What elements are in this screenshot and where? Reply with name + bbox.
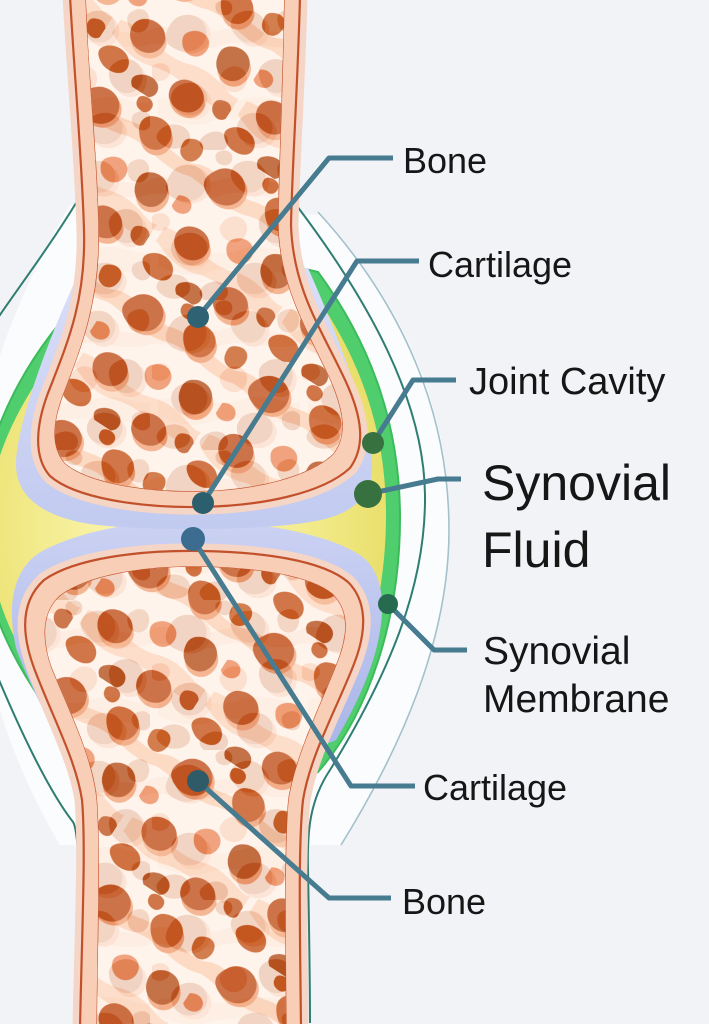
callout-line-synovial-membrane: [386, 602, 467, 653]
cartilage-bottom-marker-dot: [181, 527, 205, 551]
label-bone-top: Bone: [403, 140, 488, 181]
callout-lines: [190, 155, 467, 901]
label-synovial-membrane-line2: Membrane: [483, 678, 670, 721]
bone-top-marker-dot: [187, 306, 209, 328]
callout-line-bone-bottom: [196, 779, 391, 901]
cartilage-top-marker-dot: [192, 492, 214, 514]
synovial-fluid-marker-dot: [354, 480, 382, 508]
callout-marker-dots: [181, 306, 398, 792]
callout-line-cartilage-top: [200, 258, 419, 505]
bone-lower: [11, 520, 383, 1024]
callout-line-cartilage-bottom: [190, 537, 415, 789]
bone-bottom-marker-dot: [187, 770, 209, 792]
label-synovial-fluid-line2: Fluid: [482, 522, 591, 578]
callout-line-synovial-fluid: [367, 476, 461, 497]
label-joint-cavity: Joint Cavity: [469, 361, 666, 403]
label-synovial-fluid-line1: Synovial: [482, 455, 671, 511]
label-cartilage-bottom: Cartilage: [423, 767, 568, 808]
joint-cavity-marker-dot: [362, 432, 384, 454]
label-synovial-membrane-line1: Synovial: [483, 630, 631, 673]
label-cartilage-top: Cartilage: [428, 244, 573, 285]
bone-upper: [15, 0, 373, 530]
synovial-membrane-marker-dot: [378, 594, 398, 614]
callout-line-joint-cavity: [370, 377, 456, 445]
callout-line-bone-top: [196, 155, 393, 319]
label-bone-bottom: Bone: [402, 881, 487, 922]
label-synovial-membrane: Synovial Membrane: [483, 628, 669, 724]
label-synovial-fluid: Synovial Fluid: [482, 450, 671, 584]
